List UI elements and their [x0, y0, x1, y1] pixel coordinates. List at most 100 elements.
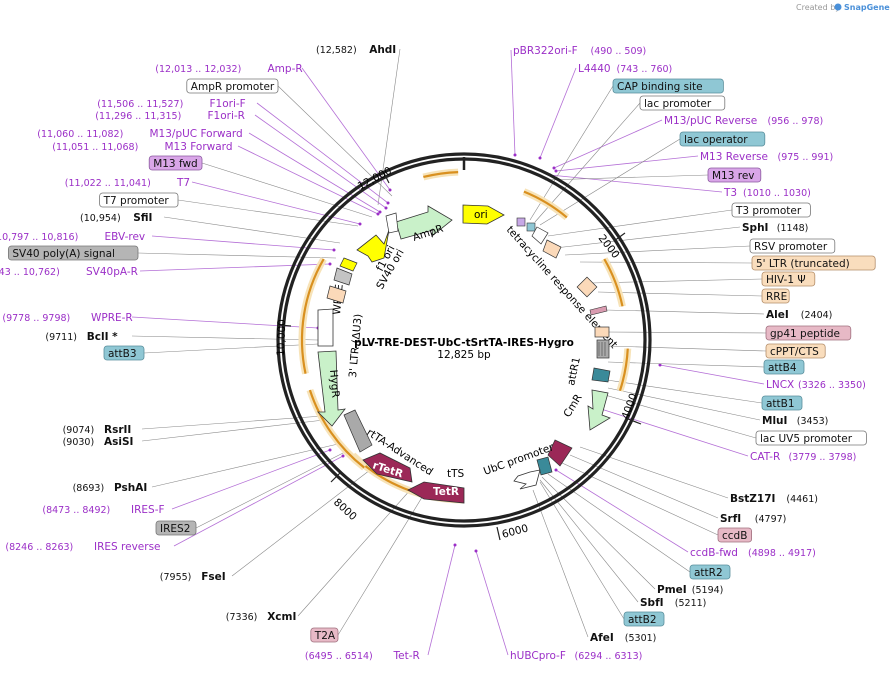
annotation-m13-fwd[interactable]: M13 fwd [148, 155, 203, 171]
annotation-lac-promoter[interactable]: lac promoter [639, 95, 726, 111]
annotation-wpre-r[interactable]: (9778 .. 9798)WPRE-R [2, 312, 132, 324]
annotation-ccdb-fwd[interactable]: (4898 .. 4917)ccdB-fwd [690, 547, 816, 559]
feature-rTetR[interactable] [362, 452, 413, 483]
annotation-sv40-poly-a-signal[interactable]: SV40 poly(A) signal [7, 245, 139, 261]
annotation-cat-r[interactable]: (3779 .. 3798)CAT-R [750, 451, 856, 463]
annotation-label: FseI [201, 571, 225, 583]
feature-AmpR[interactable] [395, 205, 453, 240]
feature-ori[interactable] [462, 204, 505, 225]
feature-attR1[interactable] [591, 367, 611, 383]
annotation-m13-puc-forward[interactable]: (11,060 .. 11,082)M13/pUC Forward [37, 128, 242, 140]
feature-HygR[interactable] [317, 350, 346, 427]
feature-sv40ori-box [339, 257, 358, 272]
annotation-f1ori-r[interactable]: (11,296 .. 11,315)F1ori-R [95, 110, 245, 122]
primer-site-marker [453, 543, 457, 547]
annotation-ires-reverse[interactable]: (8246 .. 8263)IRES reverse [5, 541, 160, 553]
feature-TetR[interactable] [407, 481, 465, 504]
annotation-pbr322ori-f[interactable]: (490 .. 509)pBR322ori-F [513, 45, 646, 57]
annotation-amp-r[interactable]: (12,013 .. 12,032)Amp-R [155, 63, 302, 75]
feature-ccdB[interactable] [547, 439, 573, 467]
annotation-box [679, 131, 766, 147]
annotation-label: AhdI [369, 44, 396, 56]
annotation-attr2[interactable]: attR2 [689, 564, 731, 580]
annotation-pmei[interactable]: (5194)PmeI [657, 584, 723, 596]
annotation-fsei[interactable]: (7955)FseI [160, 571, 226, 583]
leader-line [143, 343, 319, 354]
annotation-bstz17i[interactable]: (4461)BstZ17I [730, 493, 818, 505]
credit-brand: SnapGene [844, 3, 890, 12]
annotation-sv40pa-r[interactable]: (10,743 .. 10,762)SV40pA-R [0, 266, 138, 278]
annotation-srfi[interactable]: (4797) SrfI [720, 513, 786, 525]
annotation-label: F1ori-R [208, 110, 245, 122]
annotation-lac-operator[interactable]: lac operator [679, 131, 766, 147]
annotation-t2a[interactable]: T2A [310, 627, 339, 643]
annotation-label: M13/pUC Forward [150, 128, 243, 140]
annotation-bcli[interactable]: (9711)BclI * [45, 331, 118, 343]
annotation-sphi[interactable]: (1148)SphI [742, 222, 808, 234]
annotation-label: SrfI [720, 513, 741, 525]
feature-CmR[interactable] [587, 389, 611, 431]
annotation-attb3[interactable]: attB3 [103, 345, 145, 361]
annotation-mlui[interactable]: (3453)MluI [762, 415, 828, 427]
annotation-xcmi[interactable]: (7336)XcmI [226, 611, 297, 623]
annotation-box [763, 359, 805, 375]
annotation-label: IRES2 [160, 523, 190, 535]
annotation-ahdi[interactable]: (12,582)AhdI [316, 44, 396, 56]
annotation-attb4[interactable]: attB4 [763, 359, 805, 375]
annotation-hiv-1[interactable]: HIV-1 Ψ [761, 271, 816, 287]
annotation-cppt-cts[interactable]: cPPT/CTS [765, 343, 826, 359]
feature-UbC-promoter[interactable] [513, 469, 541, 490]
annotation-ebv-rev[interactable]: (10,797 .. 10,816)EBV-rev [0, 231, 145, 243]
annotation-afei[interactable]: (5301)AfeI [590, 632, 656, 644]
annotation-ires-f[interactable]: (8473 .. 8492)IRES-F [42, 504, 164, 516]
annotation-gp41-peptide[interactable]: gp41 peptide [765, 325, 852, 341]
annotation-alei[interactable]: (2404)AleI [766, 309, 832, 321]
annotation-sfii[interactable]: (10,954)SfiI [80, 212, 152, 224]
annotation-asisi[interactable]: (9030)AsiSI [63, 436, 134, 448]
annotation-l4440[interactable]: (743 .. 760)L4440 [578, 63, 672, 75]
annotation-rsrii[interactable]: (9074)RsrII [63, 424, 132, 436]
annotation-label: RsrII [104, 424, 131, 436]
annotation-label: attB2 [628, 614, 657, 626]
annotation-rre[interactable]: RRE [761, 288, 790, 304]
feature-f1ori[interactable] [356, 229, 390, 263]
plasmid-name: pLV-TRE-DEST-UbC-tSrtTA-IRES-Hygro [354, 337, 574, 349]
feature-3LTR-label: 3' LTR (ΔU3) [347, 313, 365, 378]
annotation-f1ori-f[interactable]: (11,506 .. 11,527)F1ori-F [97, 98, 245, 110]
backbone-outer-ring [276, 152, 652, 528]
annotation-t7-promoter[interactable]: T7 promoter [99, 192, 179, 208]
annotation-label: T3 [723, 187, 737, 199]
annotation-hubcpro-f[interactable]: (6294 .. 6313)hUBCpro-F [510, 650, 642, 662]
annotation-attb1[interactable]: attB1 [761, 395, 803, 411]
annotation-position: (6294 .. 6313) [575, 651, 643, 662]
annotation-position: (4797) [755, 514, 787, 525]
annotation-attb2[interactable]: attB2 [623, 611, 665, 627]
annotation-ccdb[interactable]: ccdB [717, 527, 752, 543]
annotation-t7[interactable]: (11,022 .. 11,041)T7 [65, 177, 190, 189]
annotation-m13-reverse[interactable]: (975 .. 991)M13 Reverse [700, 151, 833, 163]
annotation-position: (10,797 .. 10,816) [0, 232, 78, 243]
annotation-pshai[interactable]: (8693)PshAI [73, 482, 148, 494]
annotation-5-ltr-truncated[interactable]: 5' LTR (truncated) [751, 255, 876, 271]
annotation-m13-rev[interactable]: M13 rev [707, 167, 762, 183]
annotation-t3[interactable]: (1010 .. 1030)T3 [723, 187, 811, 199]
feature-3LTR-box [326, 285, 347, 304]
leader-line [254, 114, 387, 209]
leader-line [544, 174, 709, 181]
feature-peach-box [576, 276, 598, 298]
leader-line [541, 476, 656, 590]
annotation-lac-uv5-promoter[interactable]: lac UV5 promoter [755, 430, 867, 446]
feature-WPRE[interactable] [317, 308, 334, 347]
annotation-m13-puc-reverse[interactable]: (956 .. 978)M13/pUC Reverse [664, 115, 823, 127]
annotation-rsv-promoter[interactable]: RSV promoter [749, 238, 836, 254]
annotation-t3-promoter[interactable]: T3 promoter [731, 202, 811, 218]
annotation-m13-forward[interactable]: (11,051 .. 11,068)M13 Forward [52, 141, 232, 153]
annotation-ampr-promoter[interactable]: AmpR promoter [186, 78, 279, 94]
annotation-sbfi[interactable]: (5211)SbfI [640, 597, 706, 609]
annotation-tet-r[interactable]: (6495 .. 6514)Tet-R [305, 650, 420, 662]
annotation-box [749, 238, 836, 254]
annotation-position: (3453) [797, 416, 829, 427]
annotation-lncx[interactable]: (3326 .. 3350)LNCX [766, 379, 866, 391]
annotation-ires2[interactable]: IRES2 [155, 520, 197, 536]
annotation-cap-binding-site[interactable]: CAP binding site [612, 78, 724, 94]
